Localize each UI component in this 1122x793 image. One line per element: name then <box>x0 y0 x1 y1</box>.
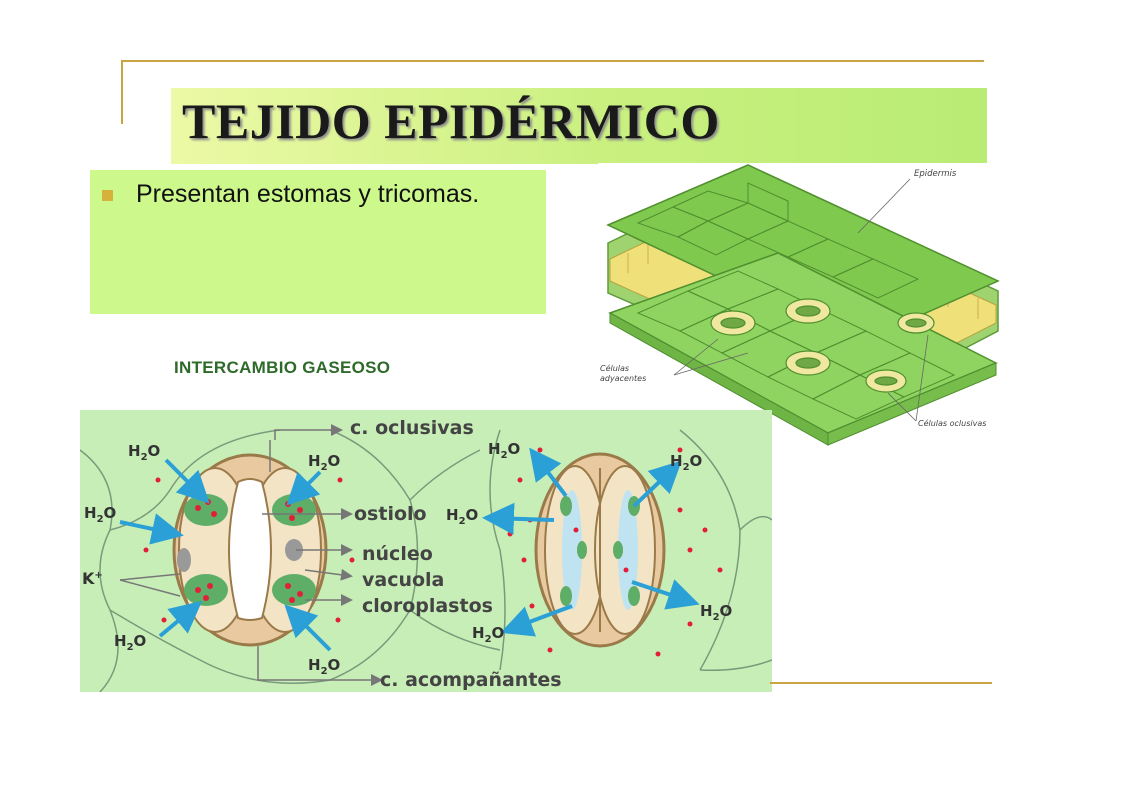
stomata-illustration: c. oclusivas ostiolo núcleo vacuola clor… <box>80 417 772 692</box>
left-accent-rule <box>121 60 123 124</box>
water-label: H2O <box>128 442 160 463</box>
title-band <box>171 88 987 164</box>
bottom-accent-rule <box>770 682 992 684</box>
subtitle: INTERCAMBIO GASEOSO <box>174 358 391 377</box>
water-label: H2O <box>114 632 146 653</box>
bullet-square-icon <box>102 190 113 201</box>
label-ostiole: ostiolo <box>354 503 427 525</box>
label-adjacent-cells-1: Células <box>600 363 629 373</box>
label-potassium: K+ <box>82 569 103 588</box>
closed-stoma <box>507 447 723 657</box>
epidermis-illustration: Epidermis Células adyacentes Células ocl… <box>600 164 1000 446</box>
epidermis-figure: Epidermis Células adyacentes Células ocl… <box>598 163 1018 446</box>
label-guard-cells: Células oclusivas <box>918 418 986 428</box>
label-adjacent-cells-2: adyacentes <box>600 374 646 383</box>
water-label: H2O <box>308 452 340 473</box>
stomata-figure: c. oclusivas ostiolo núcleo vacuola clor… <box>80 410 772 692</box>
water-label: H2O <box>446 506 478 527</box>
label-chloroplasts: cloroplastos <box>362 595 493 617</box>
water-label: H2O <box>700 602 732 623</box>
slide-title: TEJIDO EPIDÉRMICO <box>182 93 720 149</box>
label-vacuole: vacuola <box>362 569 444 591</box>
top-accent-rule <box>122 60 984 62</box>
label-guard-cells: c. oclusivas <box>350 417 474 439</box>
label-companion-cells: c. acompañantes <box>380 669 562 691</box>
label-epidermis: Epidermis <box>914 169 957 179</box>
water-label: H2O <box>670 452 702 473</box>
water-label: H2O <box>472 624 504 645</box>
water-label: H2O <box>308 656 340 677</box>
label-nucleus: núcleo <box>362 543 433 565</box>
bullet-box <box>90 170 546 314</box>
bullet-text: Presentan estomas y tricomas. <box>136 180 480 208</box>
water-label: H2O <box>84 504 116 525</box>
water-label: H2O <box>488 440 520 461</box>
